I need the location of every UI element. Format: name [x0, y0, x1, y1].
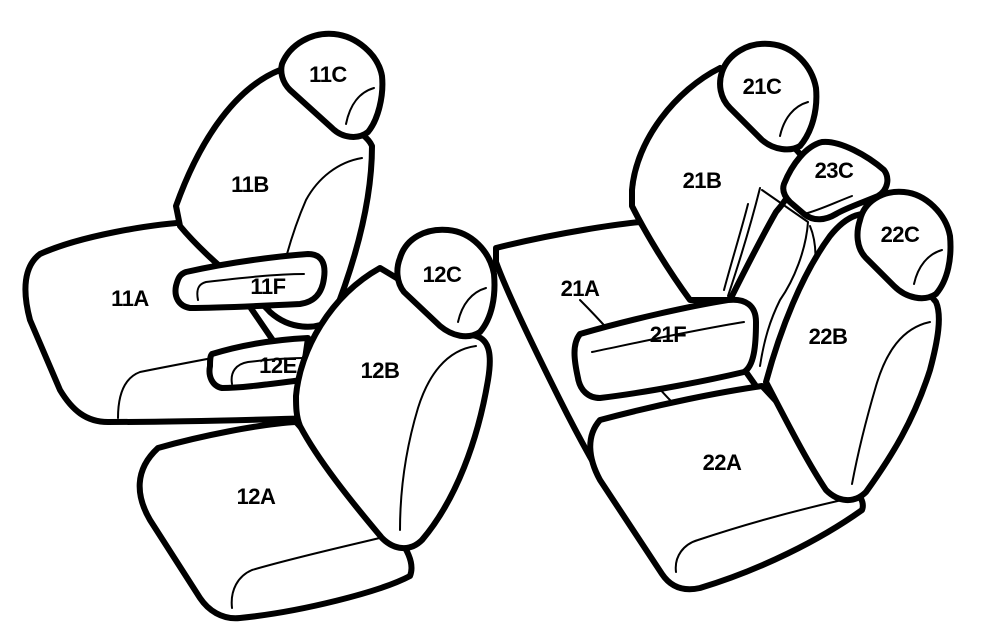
part-21F[interactable]	[571, 296, 759, 401]
label-21C: 21C	[743, 74, 782, 99]
part-12A[interactable]	[136, 419, 415, 622]
part-22C[interactable]	[854, 188, 954, 302]
part-12E[interactable]	[206, 335, 311, 391]
label-23C: 23C	[815, 158, 854, 183]
label-12C: 12C	[423, 262, 462, 287]
label-12E: 12E	[259, 353, 297, 378]
part-11F[interactable]	[172, 251, 328, 311]
label-22C: 22C	[881, 222, 920, 247]
part-11C[interactable]	[278, 30, 386, 140]
label-21F: 21F	[650, 322, 686, 347]
label-11A: 11A	[111, 286, 149, 311]
label-11F: 11F	[250, 274, 285, 299]
part-21C[interactable]	[717, 40, 820, 153]
label-21B: 21B	[683, 168, 722, 193]
part-12C[interactable]	[394, 226, 498, 340]
label-22B: 22B	[809, 324, 848, 349]
label-11B: 11B	[231, 172, 269, 197]
label-21A: 21A	[561, 276, 600, 301]
part-12B[interactable]	[293, 265, 493, 551]
label-22A: 22A	[703, 450, 742, 475]
label-12B: 12B	[361, 358, 400, 383]
label-11C: 11C	[309, 62, 347, 87]
label-12A: 12A	[237, 484, 276, 509]
